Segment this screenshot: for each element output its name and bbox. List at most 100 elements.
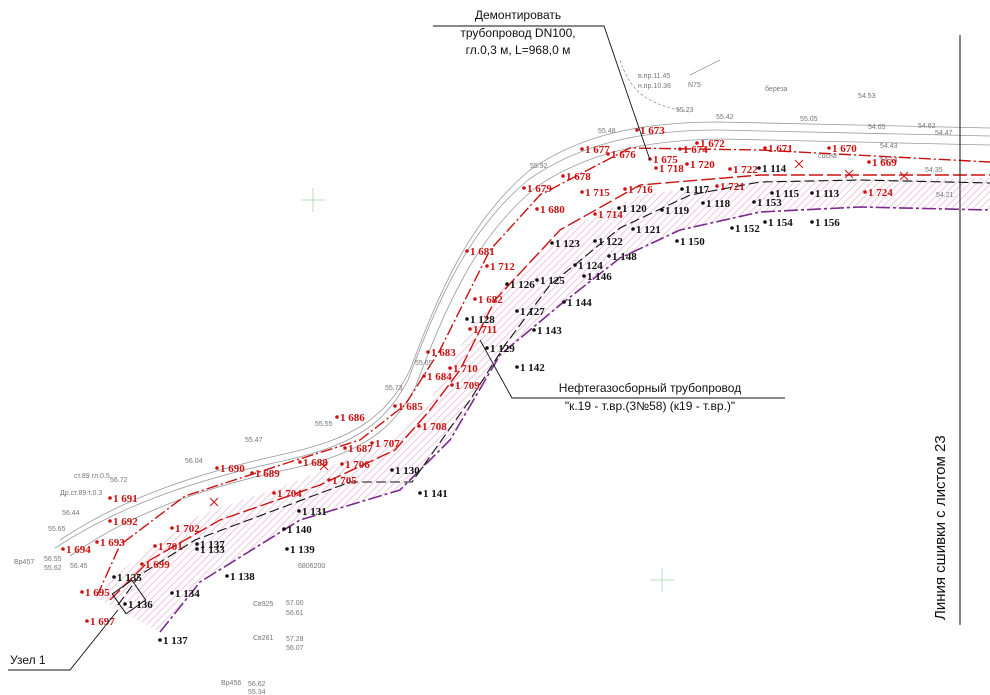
black-point-label: 1 143 [537,325,562,337]
red-point-label: 1 674 [683,144,708,156]
black-point-label: 1 137 [163,635,188,647]
black-point-label-dot [532,328,536,332]
black-point-label-dot [757,166,761,170]
red-point-label: 1 711 [473,324,497,336]
black-point-label: 1 144 [567,297,592,309]
black-point-label: 1 156 [815,217,840,229]
black-point-label-dot [550,241,554,245]
elevation-label: 55.73 [385,385,403,392]
red-point-label: 1 724 [868,187,893,199]
elevation-label: 54.47 [935,130,953,137]
red-point-label-dot [450,383,454,387]
black-point-label: 1 134 [175,588,200,600]
red-point-label: 1 699 [145,559,170,571]
pipeline-line1: Нефтегазосборный трубопровод [559,381,741,395]
red-point-label-dot [678,147,682,151]
black-point-label: 1 121 [636,224,661,236]
black-point-label: 1 124 [578,260,603,272]
red-point-label: 1 702 [175,523,200,535]
elevation-label: 56.45 [70,563,88,570]
black-point-label-dot [607,254,611,258]
black-point-label: 1 141 [423,488,448,500]
elevation-label: береза [765,85,788,93]
red-point-label: 1 715 [585,187,610,199]
elevation-label: 56.04 [185,458,203,465]
red-point-label-dot [140,562,144,566]
black-point-label: 1 153 [757,197,782,209]
elevation-label: 54.35 [925,167,943,174]
red-point-label-dot [580,190,584,194]
red-point-label: 1 720 [690,159,715,171]
pipeline-line2: "к.19 - т.вр.(3№58) (к19 - т.вр.)" [565,399,735,413]
red-point-label: 1 678 [566,171,591,183]
red-point-label-dot [340,462,344,466]
elevation-label: 55.69 [415,360,433,367]
red-point-label-dot [715,184,719,188]
red-point-label: 1 712 [490,261,515,273]
black-point-label: 1 122 [598,236,623,248]
black-point-label: 1 136 [128,599,153,611]
black-point-label-dot [465,317,469,321]
red-point-label-dot [80,590,84,594]
red-point-label-dot [327,478,331,482]
red-point-label-dot [535,207,539,211]
black-point-label-dot [810,220,814,224]
elevation-label: 6806200 [298,563,325,570]
red-point-label-dot [343,446,347,450]
red-point-label-dot [606,152,610,156]
red-point-label-dot [61,547,65,551]
red-point-label: 1 697 [90,616,115,628]
red-point-label: 1 682 [478,294,503,306]
elevation-label: 54.21 [936,192,954,199]
black-point-label-dot [195,547,199,551]
black-point-label-dot [535,278,539,282]
black-point-label: 1 130 [395,465,420,477]
black-point-label-dot [170,591,174,595]
red-point-label-dot [250,471,254,475]
red-point-label: 1 677 [585,144,610,156]
elevation-label: 56.62 [248,681,266,688]
node-box [111,579,147,615]
red-point-label-dot [580,147,584,151]
black-point-label: 1 138 [230,571,255,583]
elevation-label: 54.43 [880,143,898,150]
black-point-label: 1 120 [622,203,647,215]
red-point-label-dot [763,146,767,150]
black-point-label: 1 133 [200,544,225,556]
elevation-label: 56.55 [44,556,62,563]
black-point-label-dot [752,200,756,204]
grid-crosses [301,188,674,592]
red-point-label-dot [215,466,219,470]
black-point-label: 1 146 [587,271,612,283]
match-line: Линия сшивки с листом 23 [932,35,961,625]
red-point-label: 1 716 [628,184,653,196]
red-point-label-dot [370,441,374,445]
black-point-label-dot [297,509,301,513]
black-point-label-dot [701,201,705,205]
red-point-label-dot [95,540,99,544]
black-point-label: 1 128 [470,314,495,326]
pipeline-callout: Нефтегазосборный трубопровод "к.19 - т.в… [479,339,785,413]
red-point-label: 1 695 [85,587,110,599]
black-point-label-dot [573,263,577,267]
red-point-label-dot [85,619,89,623]
red-point-label: 1 688 [303,457,328,469]
survey-elevations: 55.6556.4456.4556.5555.62Вр45756.7256.04… [14,73,954,695]
red-point-label-dot [695,141,699,145]
red-point-label-dot [685,162,689,166]
terrain-lines [54,59,990,557]
red-point-label-dot [417,424,421,428]
red-point-label: 1 669 [872,157,897,169]
black-point-label: 1 142 [520,362,545,374]
red-point-label: 1 704 [277,488,302,500]
red-point-label-dot [153,544,157,548]
red-point-label-dot [298,460,302,464]
black-point-label: 1 119 [665,205,690,217]
elevation-label: 55.55 [315,421,333,428]
black-route [117,179,990,606]
red-point-label: 1 690 [220,463,245,475]
red-point-label-dot [422,374,426,378]
black-point-label-dot [730,226,734,230]
